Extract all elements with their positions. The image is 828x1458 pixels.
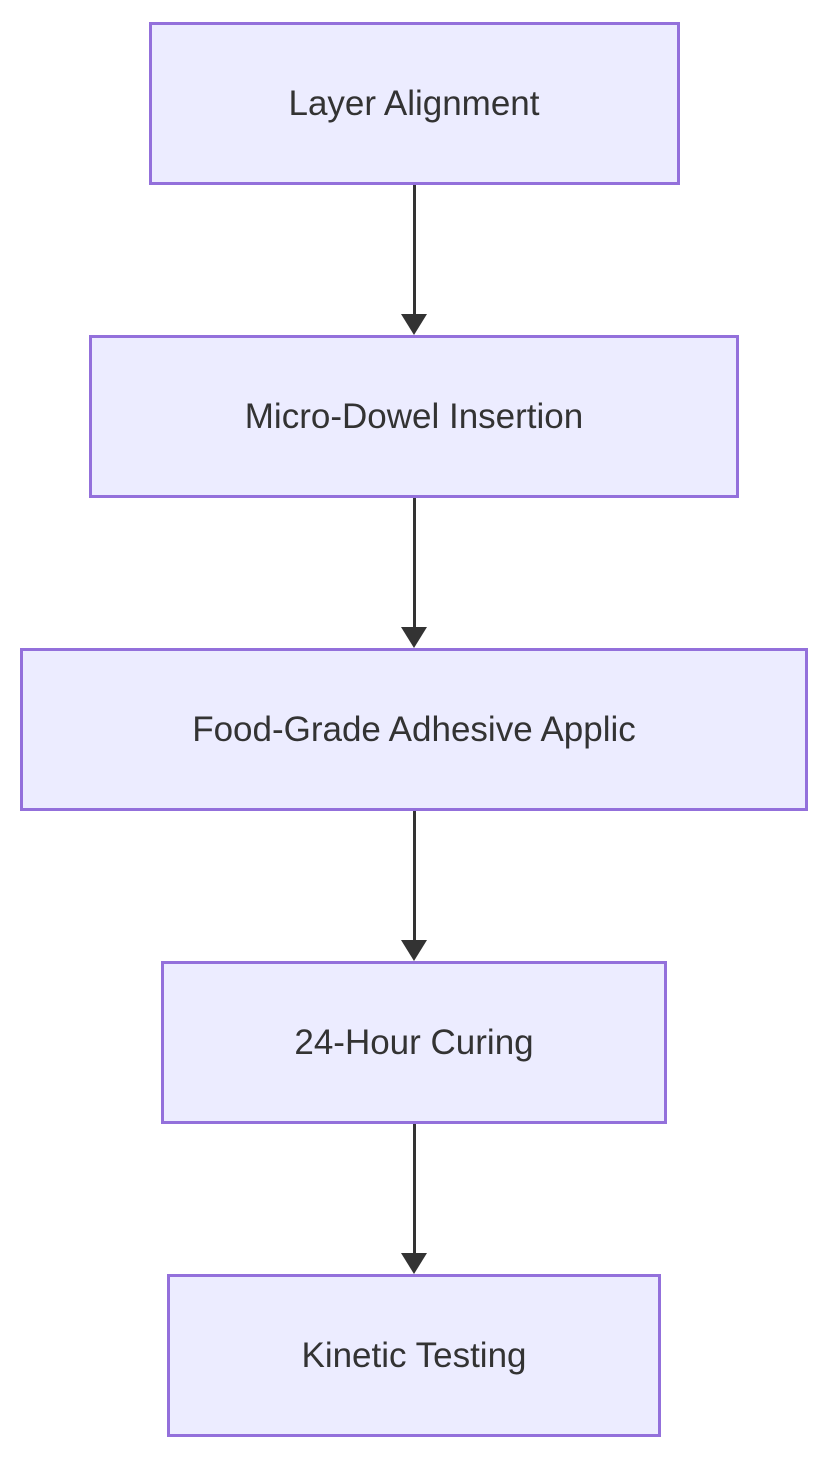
- edge-2-3: [400, 498, 428, 648]
- node-micro-dowel-insertion: Micro-Dowel Insertion: [89, 335, 739, 498]
- arrowhead-down-icon: [401, 627, 427, 648]
- edge-4-5: [400, 1124, 428, 1274]
- node-kinetic-testing: Kinetic Testing: [167, 1274, 661, 1437]
- edge-line: [412, 1124, 416, 1253]
- node-label: 24-Hour Curing: [294, 1022, 534, 1062]
- node-food-grade-adhesive-applic: Food-Grade Adhesive Applic: [20, 648, 808, 811]
- edge-1-2: [400, 185, 428, 335]
- edge-line: [412, 811, 416, 940]
- node-24-hour-curing: 24-Hour Curing: [161, 961, 667, 1124]
- node-label: Kinetic Testing: [301, 1335, 527, 1375]
- node-label: Micro-Dowel Insertion: [244, 396, 584, 436]
- edge-line: [412, 185, 416, 314]
- edge-3-4: [400, 811, 428, 961]
- arrowhead-down-icon: [401, 940, 427, 961]
- arrowhead-down-icon: [401, 314, 427, 335]
- arrowhead-down-icon: [401, 1253, 427, 1274]
- node-label: Food-Grade Adhesive Applic: [192, 709, 636, 749]
- node-label: Layer Alignment: [288, 83, 540, 123]
- edge-line: [412, 498, 416, 627]
- node-layer-alignment: Layer Alignment: [148, 22, 680, 185]
